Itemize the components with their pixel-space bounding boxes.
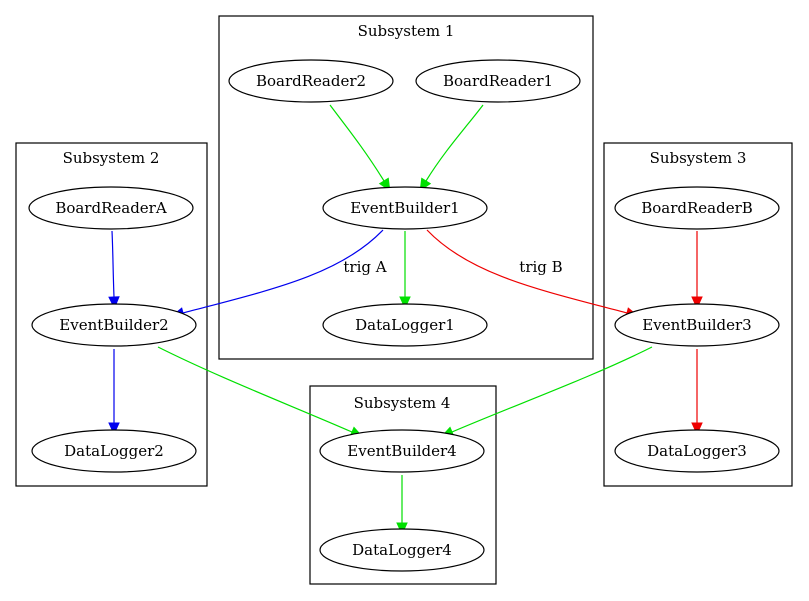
node-boardreader1: BoardReader1 xyxy=(415,59,581,103)
edge-br1-eb1 xyxy=(419,104,484,192)
node-ellipse xyxy=(415,59,581,103)
node-ellipse xyxy=(319,528,485,572)
cluster-frame xyxy=(603,142,793,487)
node-label: EventBuilder3 xyxy=(642,316,751,334)
cluster-title: Subsystem 3 xyxy=(650,149,747,167)
cluster-subsystem-2: Subsystem 2 xyxy=(15,142,208,487)
node-label: EventBuilder4 xyxy=(347,442,456,460)
cluster-frame xyxy=(309,385,497,585)
node-eventbuilder4: EventBuilder4 xyxy=(319,429,485,473)
arrowhead-icon xyxy=(108,422,120,436)
node-label: DataLogger3 xyxy=(647,442,747,460)
node-label: BoardReaderA xyxy=(55,199,167,217)
node-label: BoardReader1 xyxy=(443,72,553,90)
edge-eb3-eb4 xyxy=(440,346,653,438)
node-eventbuilder1: EventBuilder1 xyxy=(322,186,488,230)
node-ellipse xyxy=(28,186,194,230)
cluster-subsystem-3: Subsystem 3 xyxy=(603,142,793,487)
arrowhead-icon xyxy=(399,296,411,310)
node-ellipse xyxy=(319,429,485,473)
edge-eb1-eb2: trig A xyxy=(171,229,387,319)
cluster-title: Subsystem 4 xyxy=(354,394,451,412)
node-ellipse xyxy=(31,429,197,473)
arrowhead-icon xyxy=(108,296,120,310)
cluster-title: Subsystem 2 xyxy=(63,149,160,167)
arrowhead-icon xyxy=(691,422,703,436)
node-ellipse xyxy=(614,429,780,473)
node-ellipse xyxy=(322,186,488,230)
node-datalogger4: DataLogger4 xyxy=(319,528,485,572)
cluster-subsystem-4: Subsystem 4 xyxy=(309,385,497,585)
edge-eb2-dl2 xyxy=(108,349,120,436)
edge-line xyxy=(111,230,115,298)
node-ellipse xyxy=(31,303,197,347)
node-label: EventBuilder1 xyxy=(350,199,459,217)
node-ellipse xyxy=(614,186,780,230)
edge-line xyxy=(157,346,353,433)
edge-label: trig B xyxy=(519,258,562,276)
node-boardreader2: BoardReader2 xyxy=(228,59,394,103)
node-label: BoardReaderB xyxy=(641,199,753,217)
edge-brB-eb3 xyxy=(691,230,703,310)
node-datalogger1: DataLogger1 xyxy=(322,303,488,347)
node-ellipse xyxy=(614,303,780,347)
nodes: BoardReader2 BoardReader1EventBuilder1Dat… xyxy=(28,59,780,572)
node-ellipse xyxy=(322,303,488,347)
cluster-title: Subsystem 1 xyxy=(358,22,455,40)
cluster-frame xyxy=(218,15,594,360)
node-boardreaderb: BoardReaderB xyxy=(614,186,780,230)
edge-line xyxy=(182,229,384,314)
edge-line xyxy=(426,229,628,314)
node-eventbuilder2: EventBuilder2 xyxy=(31,303,197,347)
edge-line xyxy=(425,104,484,182)
node-label: BoardReader2 xyxy=(256,72,366,90)
edge-eb1-eb3: trig B xyxy=(426,229,639,319)
node-boardreadera: BoardReaderA xyxy=(28,186,194,230)
edge-line xyxy=(329,104,385,182)
node-label: EventBuilder2 xyxy=(59,316,168,334)
edge-brA-eb2 xyxy=(108,230,120,310)
cluster-frame xyxy=(15,142,208,487)
edge-eb3-dl3 xyxy=(691,348,703,436)
node-label: DataLogger1 xyxy=(355,316,455,334)
node-datalogger3: DataLogger3 xyxy=(614,429,780,473)
arrowhead-icon xyxy=(691,296,703,310)
edge-eb4-dl4 xyxy=(396,475,408,536)
edge-br2-eb1 xyxy=(329,104,391,192)
edge-eb2-eb4 xyxy=(157,346,364,438)
edge-eb1-dl1 xyxy=(399,231,411,310)
cluster-subsystem-1: Subsystem 1 xyxy=(218,15,594,360)
node-ellipse xyxy=(228,59,394,103)
node-eventbuilder3: EventBuilder3 xyxy=(614,303,780,347)
clusters: Subsystem 1 Subsystem 2 Subsystem 3 Subsyst… xyxy=(15,15,793,585)
node-datalogger2: DataLogger2 xyxy=(31,429,197,473)
node-label: DataLogger2 xyxy=(64,442,164,460)
node-label: DataLogger4 xyxy=(352,541,452,559)
edge-label: trig A xyxy=(343,258,386,276)
edge-line xyxy=(451,346,653,433)
